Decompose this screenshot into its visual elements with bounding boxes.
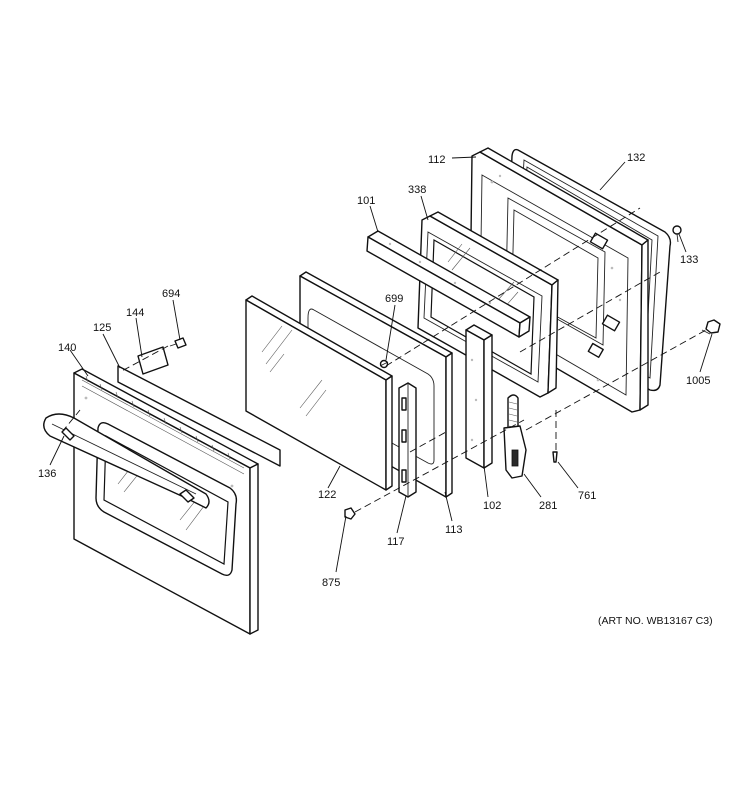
- label-144: 144: [126, 307, 144, 319]
- label-281: 281: [539, 500, 557, 512]
- assembly-lines: [61, 207, 707, 513]
- label-133: 133: [680, 254, 698, 266]
- part-labels: 112 132 338 101 133 694 699 144 125 140 …: [38, 152, 710, 589]
- label-761: 761: [578, 490, 596, 502]
- side-insulation-102: [465, 324, 493, 469]
- screw-699: [379, 359, 389, 369]
- art-number: (ART NO. WB13167 C3): [598, 615, 713, 627]
- bracket-144: [137, 346, 169, 375]
- hinge-bracket-117: [398, 382, 417, 498]
- insulation-101: [366, 230, 531, 338]
- label-113: 113: [445, 524, 463, 536]
- label-694: 694: [162, 288, 180, 300]
- label-136: 136: [38, 468, 56, 480]
- label-112: 112: [428, 154, 446, 166]
- label-102: 102: [483, 500, 501, 512]
- label-125: 125: [93, 322, 111, 334]
- label-699: 699: [385, 293, 403, 305]
- label-122: 122: [318, 489, 336, 501]
- screw-694: [169, 337, 187, 349]
- label-875: 875: [322, 577, 340, 589]
- handle-136: [43, 413, 210, 509]
- label-140: 140: [58, 342, 76, 354]
- screw-761: [552, 451, 558, 463]
- label-338: 338: [408, 184, 426, 196]
- label-1005: 1005: [686, 375, 710, 387]
- screw-133: [672, 225, 682, 243]
- leader-lines: [49, 156, 713, 573]
- window-glass-122: [245, 295, 393, 491]
- label-117: 117: [387, 536, 405, 548]
- label-101: 101: [357, 195, 375, 207]
- vent-trim-125: [117, 365, 281, 467]
- label-132: 132: [627, 152, 645, 164]
- hinge-281: [503, 394, 527, 479]
- screw-875: [344, 507, 356, 520]
- screw-1005: [701, 319, 721, 335]
- outer-door-140: [73, 368, 259, 635]
